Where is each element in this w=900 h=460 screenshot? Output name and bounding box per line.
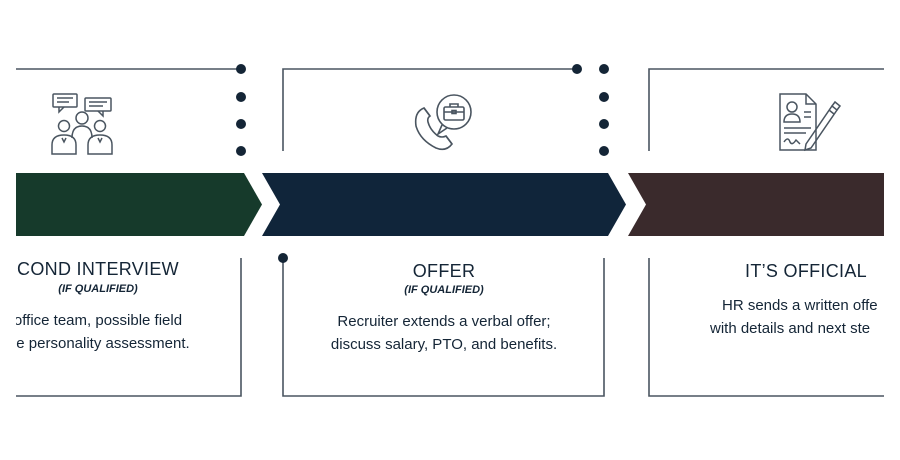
step4-dot-4 [236,146,246,156]
step4-dot-3 [236,119,246,129]
step6-banner [628,173,884,236]
step6-description-line1: HR sends a written offe [722,297,878,314]
step4-subtitle: (IF QUALIFIED) [58,283,138,295]
step4-title: COND INTERVIEW [17,259,179,279]
step6-top-frame [648,68,884,151]
step5-banner [262,173,626,236]
step4-banner-label: STEP 4 [114,10,251,52]
step4-dot-1 [236,64,246,74]
step4-description-line2: e personality assessment. [16,335,190,352]
step4-bottom-frame [16,258,242,397]
step5-bottom-frame [282,258,605,397]
step5-description-line1: Recruiter extends a verbal offer; [337,313,551,330]
timeline-viewport: STEP 4 STEP 5 ST [16,0,884,460]
timeline-connectors [16,64,884,397]
step6-title: IT’S OFFICIAL [745,261,867,281]
step6-banner-label: ST [846,10,884,52]
step4-description-line1: office team, possible field [16,312,183,329]
step5-bottom-dot [278,253,288,263]
signed-document-icon [779,93,842,152]
step6-banner-shape [628,173,884,236]
step4-dot-2 [236,92,246,102]
step5-description-line2: discuss salary, PTO, and benefits. [330,336,558,353]
phone-briefcase-icon [414,94,472,151]
step5-banner-label: STEP 5 [478,10,615,52]
step6-description-line2: with details and next ste [710,320,871,337]
step5-subtitle: (IF QUALIFIED) [404,284,484,296]
step6-bottom-frame [648,258,884,397]
step5-dot-3 [599,119,609,129]
group-interview-icon [51,93,113,155]
step5-title: OFFER [412,261,476,281]
step5-dot-2 [599,92,609,102]
step5-dot-4 [599,146,609,156]
step5-banner-shape [262,173,626,236]
step5-top-frame [282,68,577,151]
step4-banner-shape [16,173,262,236]
step4-banner [16,173,262,236]
step5-dot-1 [599,64,609,74]
step5-top-dot [572,64,582,74]
